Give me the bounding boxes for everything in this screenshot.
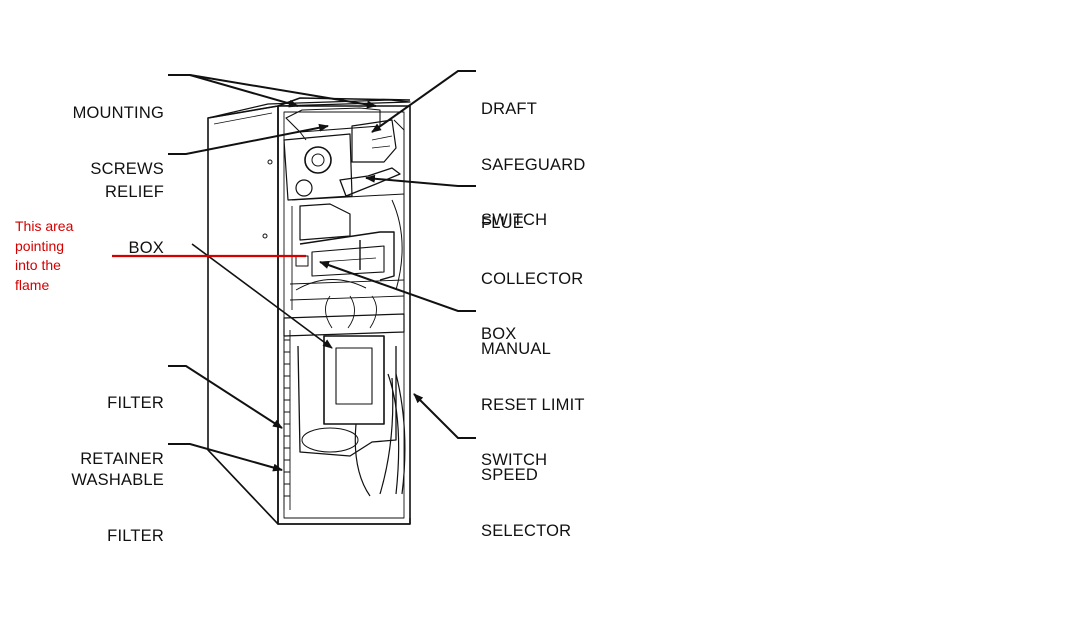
control-box [323,335,385,425]
label-filter-retainer-line2: RETAINER [80,449,164,468]
flame-annotation-line4: flame [15,276,50,293]
washable-filter-part [283,330,291,510]
label-flue-collector-line1: FLUE [481,214,524,232]
leader-manual-reset [319,261,476,312]
label-speed-selector-line1: SPEED [481,466,538,484]
flame-annotation-line2: pointing [15,237,65,254]
label-speed-selector-line2: SELECTOR [481,521,572,540]
inducer-motor [304,146,332,174]
leader-draft-safeguard [371,70,476,133]
label-manual-reset-limit-switch: MANUAL RESET LIMIT SWITCH [481,303,585,488]
label-flue-collector-line3: BOX [481,325,517,343]
flame-annotation-line1: This area [15,218,74,234]
label-mounting-screws: MOUNTING SCREWS [73,67,164,197]
label-draft-safeguard-line3: SWITCH [481,211,548,229]
label-filter-retainer: FILTER RETAINER [80,357,164,487]
speed-selector-wires [354,373,406,497]
label-washable-filter-line2: FILTER [107,526,164,545]
label-filter-retainer-line1: FILTER [107,394,164,412]
draft-safeguard-switch-part [351,119,397,163]
label-manual-reset-line3: SWITCH [481,451,548,469]
leader-flue-collector [365,174,476,187]
leader-speed-selector [413,393,476,439]
label-manual-reset-line1: MANUAL [481,340,551,358]
label-manual-reset-line2: RESET LIMIT [481,395,585,414]
leader-control-box [191,243,333,349]
label-draft-safeguard-line1: DRAFT [481,100,537,118]
label-flue-collector-line2: COLLECTOR [481,269,584,288]
label-washable-filter-line1: WASHABLE [71,471,164,489]
flame-annotation: This area pointing into the flame [15,217,73,295]
label-speed-selector: SPEED SELECTOR [481,429,571,559]
label-relief-box-line2: BOX [128,238,164,257]
leader-relief-box [168,123,329,155]
label-flue-collector-box: FLUE COLLECTOR BOX [481,177,583,362]
label-draft-safeguard-line2: SAFEGUARD [481,155,586,174]
relief-box-part [283,133,353,201]
label-relief-box-line1: RELIEF [105,183,164,201]
cabinet-top [207,99,411,119]
label-mounting-screws-line1: MOUNTING [72,104,164,122]
label-washable-filter: WASHABLE FILTER [71,434,164,564]
label-relief-box: RELIEF BOX [105,146,164,276]
leader-mounting-screws-b [189,74,377,109]
flue-collector-part [339,167,401,197]
blower-housing [297,345,397,457]
leader-filter-retainer [168,365,283,429]
flame-annotation-line3: into the [15,257,61,273]
furnace-cabinet [207,97,411,525]
label-draft-safeguard-switch: DRAFT SAFEGUARD SWITCH [481,63,585,248]
leader-washable-filter [168,443,283,472]
label-mounting-screws-line2: SCREWS [90,159,164,178]
